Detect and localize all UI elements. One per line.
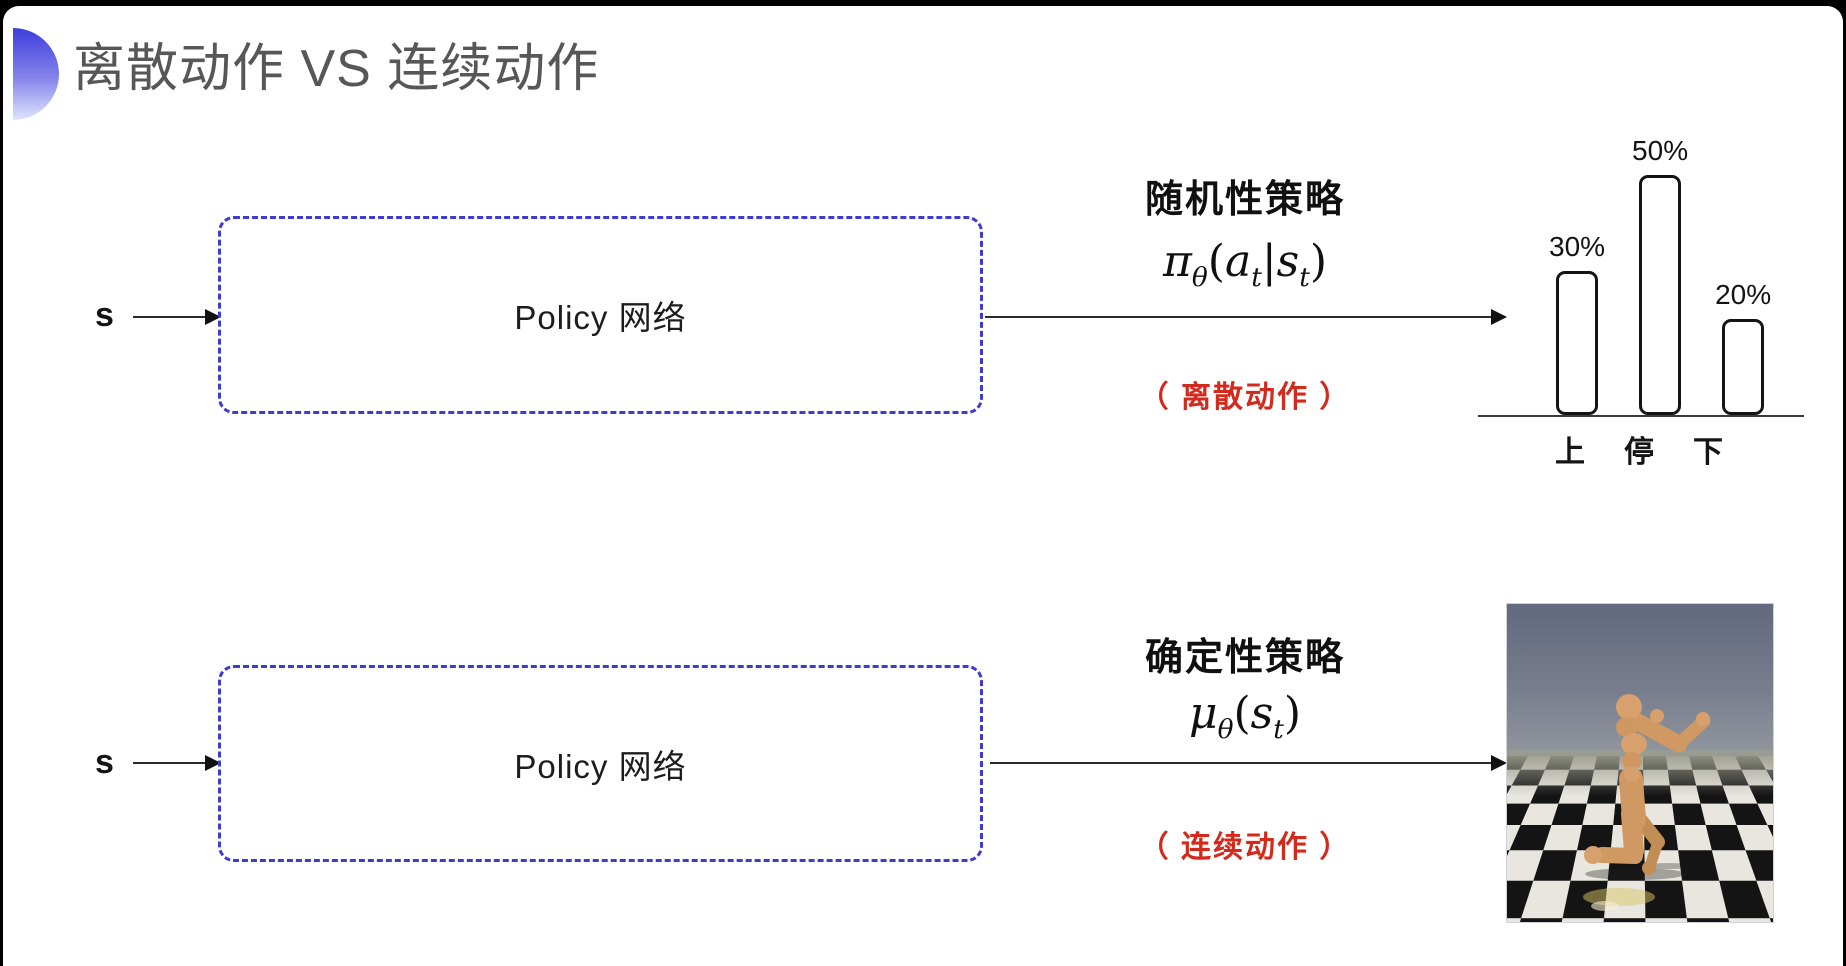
probability-bar (1639, 175, 1682, 415)
title-bullet-icon (13, 28, 59, 120)
formula-state-subscript: t (1273, 713, 1284, 745)
bar-group: 20% (1715, 279, 1771, 415)
humanoid-simulation-image (1506, 603, 1774, 923)
formula-state-subscript: t (1299, 261, 1310, 293)
stochastic-policy-heading: 随机性策略 (1144, 179, 1345, 221)
bar-value-label: 50% (1632, 135, 1689, 166)
deterministic-policy-formula: μθ(st) (1078, 688, 1412, 745)
slide-canvas: 离散动作 VS 连续动作 s Policy 网络 随机性策略 πθ(at|st)… (3, 6, 1843, 966)
stochastic-policy-formula: πθ(at|st) (1078, 236, 1412, 293)
formula-symbol: μ (1188, 688, 1218, 739)
policy-network-label-bottom: Policy 网络 (514, 747, 687, 785)
continuous-action-note: （ 连续动作 ） (1138, 831, 1352, 864)
input-arrow-bottom (133, 762, 219, 764)
deterministic-policy-heading: 确定性策略 (1144, 637, 1345, 679)
formula-open-paren: ( (1207, 236, 1225, 287)
chart-baseline (1478, 415, 1804, 417)
action-probability-chart: 30% 50% 20% 上 停 下 (1478, 121, 1808, 469)
bar-value-label: 20% (1715, 279, 1772, 310)
probability-bar (1556, 271, 1599, 415)
bar-group: 50% (1632, 135, 1688, 415)
discrete-action-note: （ 离散动作 ） (1138, 381, 1352, 414)
chart-categories: 上 停 下 (1549, 427, 1729, 471)
probability-bar (1722, 319, 1765, 415)
formula-symbol-subscript: θ (1191, 261, 1208, 293)
chart-bars: 30% 50% 20% (1549, 121, 1771, 415)
formula-symbol: π (1162, 236, 1192, 287)
formula-action-subscript: t (1251, 261, 1262, 293)
output-arrow-top (985, 316, 1505, 318)
slide-title: 离散动作 VS 连续动作 (73, 40, 600, 98)
bar-category-label: 下 (1693, 436, 1723, 469)
output-arrow-bottom (990, 762, 1505, 764)
input-arrow-top (133, 316, 219, 318)
formula-state-var: s (1250, 688, 1274, 739)
bar-category-label: 上 (1555, 436, 1585, 469)
formula-open-paren: ( (1233, 688, 1251, 739)
bar-group: 30% (1549, 231, 1605, 415)
bar-category-label: 停 (1624, 436, 1654, 469)
formula-action-var: a (1224, 236, 1252, 287)
formula-conditional-bar: | (1261, 236, 1277, 287)
policy-network-label-top: Policy 网络 (514, 299, 687, 336)
formula-close-paren: ) (1309, 236, 1328, 287)
policy-network-box-top: Policy 网络 (218, 216, 983, 414)
formula-close-paren: ) (1283, 688, 1302, 739)
formula-state-var: s (1276, 236, 1300, 287)
formula-symbol-subscript: θ (1217, 713, 1234, 745)
state-input-label-bottom: s (95, 743, 114, 781)
state-input-label-top: s (95, 296, 114, 334)
bar-value-label: 30% (1549, 231, 1606, 262)
humanoid-figure (1583, 694, 1711, 911)
policy-network-box-bottom: Policy 网络 (218, 665, 983, 862)
